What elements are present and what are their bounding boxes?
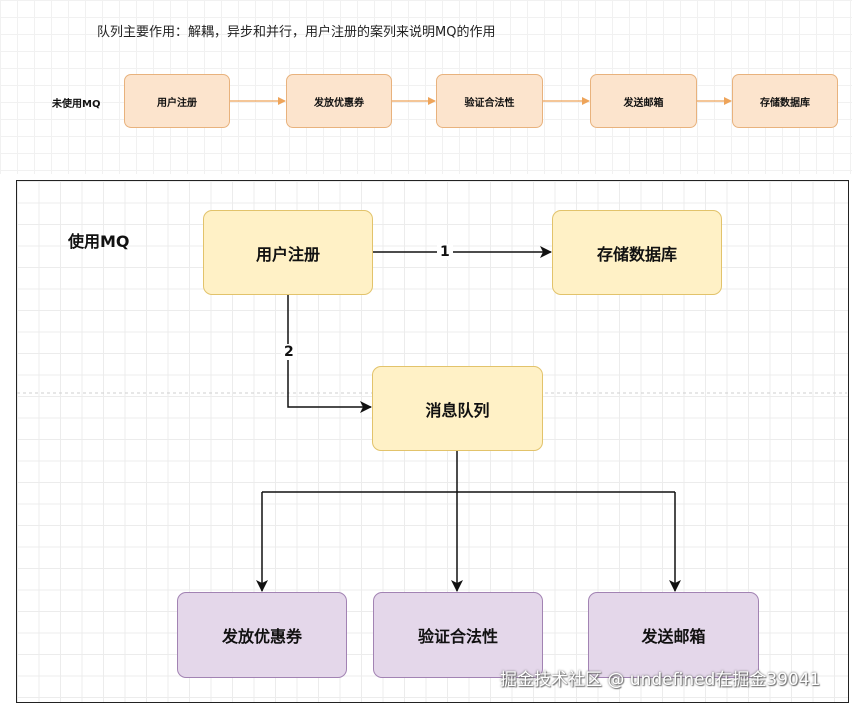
node-register: 用户注册 [203,210,373,295]
edge-label-1: 1 [437,244,453,260]
without-mq-panel [0,0,852,174]
node-message-queue: 消息队列 [372,366,543,451]
node-email: 发送邮箱 [588,592,759,678]
without-mq-label: 未使用MQ [52,99,101,110]
step-database: 存储数据库 [732,74,838,128]
step-coupon: 发放优惠券 [286,74,392,128]
node-database: 存储数据库 [552,210,722,295]
step-email: 发送邮箱 [590,74,697,128]
edge-label-2: 2 [281,344,297,360]
watermark: 掘金技术社区 @ undefined在掘金39041 [500,670,821,690]
step-register: 用户注册 [124,74,230,128]
node-verify: 验证合法性 [373,592,543,678]
with-mq-label: 使用MQ [68,232,130,251]
arrow-register-to-queue [287,294,372,413]
page-title: 队列主要作用：解耦，异步和并行，用户注册的案列来说明MQ的作用 [97,25,496,40]
step-verify: 验证合法性 [436,74,543,128]
node-coupon: 发放优惠券 [177,592,347,678]
